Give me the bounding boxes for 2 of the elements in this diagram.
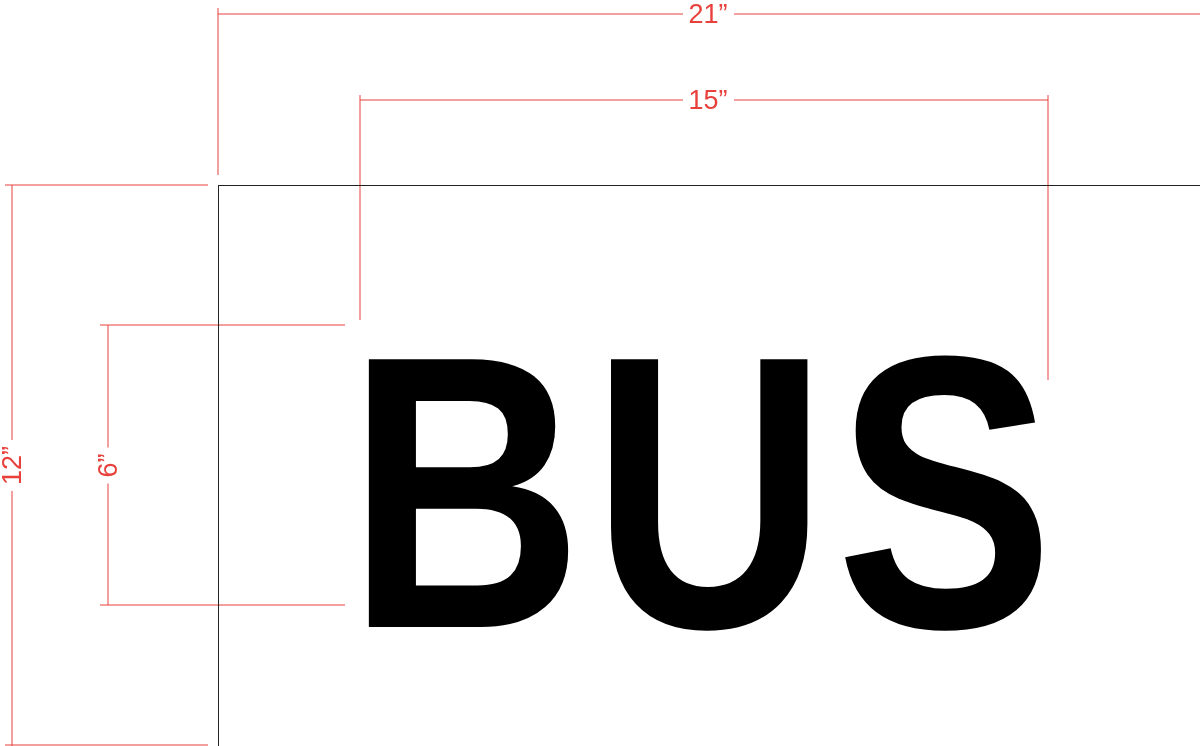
stencil-lettering: BUS (347, 298, 1063, 687)
stencil-board (218, 185, 1200, 746)
